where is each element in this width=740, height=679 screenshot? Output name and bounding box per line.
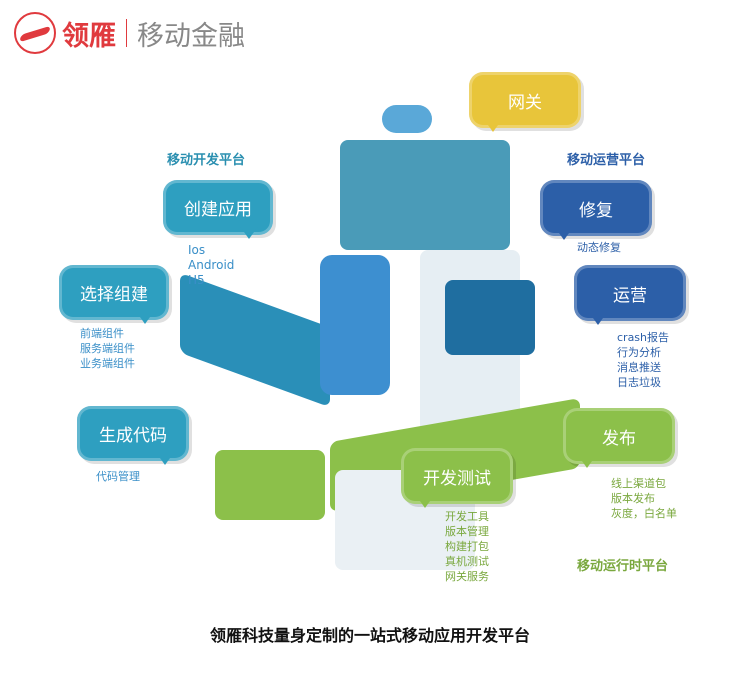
logo-bird-icon (14, 12, 56, 54)
list-item: 开发工具 (445, 510, 489, 523)
list-item: 代码管理 (96, 470, 140, 483)
repair-label: 修复 (579, 200, 613, 221)
list-item: 线上渠道包 (611, 477, 666, 490)
list-item: 前端组件 (80, 327, 124, 340)
select-build-list: 前端组件 服务端组件 业务端组件 (80, 326, 135, 371)
logo-product: 移动金融 (137, 20, 245, 52)
list-item: 动态修复 (577, 241, 621, 254)
phone-device (320, 255, 390, 395)
list-item: Ios (188, 243, 206, 257)
dev-platform-block (180, 272, 330, 408)
gateway-label: 网关 (508, 92, 542, 113)
publish-list: 线上渠道包 版本发布 灰度，白名单 (611, 476, 677, 521)
dev-test-label: 开发测试 (423, 468, 491, 489)
operation-list: crash报告 行为分析 消息推送 日志垃圾 (617, 330, 669, 390)
gateway-bubble: 网关 (469, 72, 581, 132)
list-item: 灰度，白名单 (611, 507, 677, 520)
gen-code-label: 生成代码 (99, 426, 167, 446)
gen-code-bubble: 生成代码 (77, 406, 189, 465)
select-build-bubble: 选择组建 (59, 265, 169, 324)
create-app-bubble: 创建应用 (163, 180, 273, 239)
server-tower-block (340, 140, 510, 250)
dev-platform-title: 移动开发平台 (167, 153, 246, 168)
list-item: Android (188, 258, 235, 272)
logo-brand: 领雁 (62, 20, 116, 52)
gen-code-list: 代码管理 (96, 469, 140, 484)
select-build-label: 选择组建 (80, 285, 148, 305)
publish-bubble: 发布 (563, 408, 675, 468)
list-item: 消息推送 (617, 361, 661, 374)
dev-test-list: 开发工具 版本管理 构建打包 真机测试 网关服务 (445, 509, 489, 584)
dev-test-bubble: 开发测试 (401, 448, 513, 508)
operation-label: 运营 (613, 285, 647, 306)
runtime-platform-title: 移动运行时平台 (577, 559, 669, 574)
list-item: 版本管理 (445, 525, 489, 538)
list-item: 业务端组件 (80, 357, 135, 370)
list-item: 服务端组件 (80, 342, 135, 355)
footer-caption: 领雁科技量身定制的一站式移动应用开发平台 (209, 626, 530, 645)
list-item: crash报告 (617, 331, 670, 344)
list-item: 构建打包 (445, 540, 489, 553)
code-platform-block (215, 450, 325, 520)
ops-laptop-block (445, 280, 535, 355)
operation-bubble: 运营 (574, 265, 686, 325)
logo: 领雁 移动金融 (14, 12, 245, 54)
logo-divider (126, 19, 127, 47)
list-item: H5 (188, 273, 205, 287)
cloud-icon (382, 105, 432, 133)
repair-bubble: 修复 (540, 180, 652, 240)
list-item: 真机测试 (445, 555, 489, 568)
create-app-label: 创建应用 (184, 200, 252, 220)
repair-list: 动态修复 (577, 240, 621, 255)
list-item: 版本发布 (611, 492, 655, 505)
list-item: 网关服务 (445, 570, 489, 583)
publish-label: 发布 (602, 428, 636, 449)
list-item: 行为分析 (617, 346, 661, 359)
ops-platform-title: 移动运营平台 (567, 153, 646, 168)
list-item: 日志垃圾 (617, 376, 661, 389)
create-app-list: Ios Android H5 (188, 243, 234, 288)
